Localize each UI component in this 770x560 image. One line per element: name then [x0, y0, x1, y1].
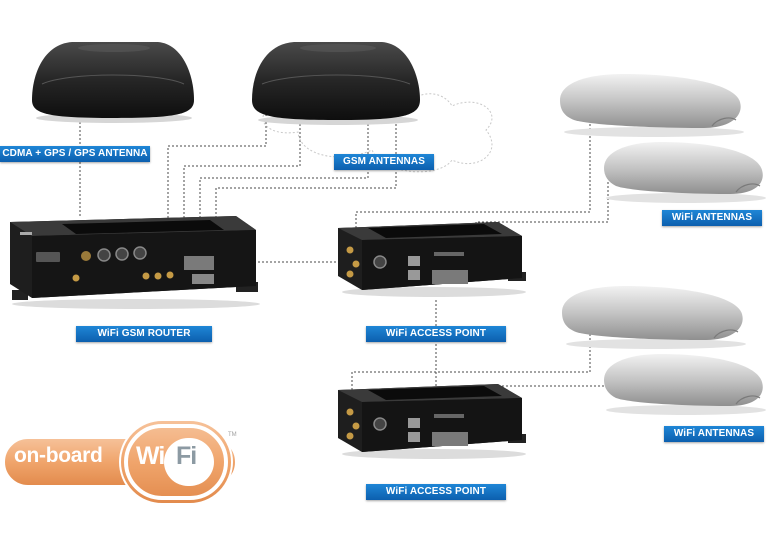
- wifi-gsm-router-label: WiFi GSM ROUTER: [76, 326, 212, 342]
- trademark-mark: TM: [228, 432, 237, 438]
- wifi-antennas-bottom-label: WiFi ANTENNAS: [664, 426, 764, 442]
- wifi-gsm-router-icon: [10, 216, 260, 309]
- cable-gsm-2-to-router: [183, 112, 301, 218]
- wifi-antenna-icon: [560, 74, 744, 137]
- wifi-antenna-icon: [604, 142, 766, 203]
- gsm-antennas-label: GSM ANTENNAS: [334, 154, 434, 170]
- wifi-logo-fi: Fi: [176, 442, 197, 470]
- onboard-wifi-badge-shape: [3, 419, 237, 505]
- wifi-logo-wi: Wi: [136, 442, 165, 470]
- cable-gsm-4-to-router: [215, 118, 397, 218]
- cdma-gps-antenna-label: CDMA + GPS / GPS ANTENNA: [0, 146, 150, 162]
- wifi-antenna-icon: [604, 354, 766, 415]
- cdma-gps-antenna-icon: [32, 42, 194, 123]
- gsm-cloud-outline: [262, 93, 493, 173]
- wifi-antenna-icon: [562, 286, 746, 349]
- wifi-access-point-icon: [338, 222, 526, 297]
- wifi-access-point-top-label: WiFi ACCESS POINT: [366, 326, 506, 342]
- wifi-access-point-icon: [338, 384, 526, 459]
- onboard-text: on-board: [14, 444, 103, 467]
- wifi-antennas-top-label: WiFi ANTENNAS: [662, 210, 762, 226]
- wifi-access-point-bottom-label: WiFi ACCESS POINT: [366, 484, 506, 500]
- cable-gsm-1-to-router: [167, 108, 267, 218]
- gsm-antenna-icon: [252, 42, 420, 125]
- cable-ap-to-wifi-antenna-2: [475, 180, 609, 236]
- cable-gsm-3-to-router: [199, 116, 369, 218]
- cable-ap-to-wifi-antenna-1: [355, 112, 591, 236]
- onboard-wifi-badge: on-board Wi Fi TM: [2, 418, 244, 506]
